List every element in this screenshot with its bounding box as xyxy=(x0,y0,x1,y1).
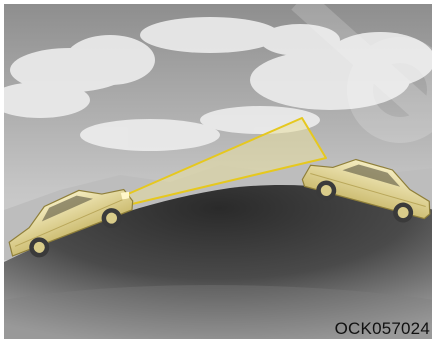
figure-code: OCK057024 xyxy=(335,319,430,339)
